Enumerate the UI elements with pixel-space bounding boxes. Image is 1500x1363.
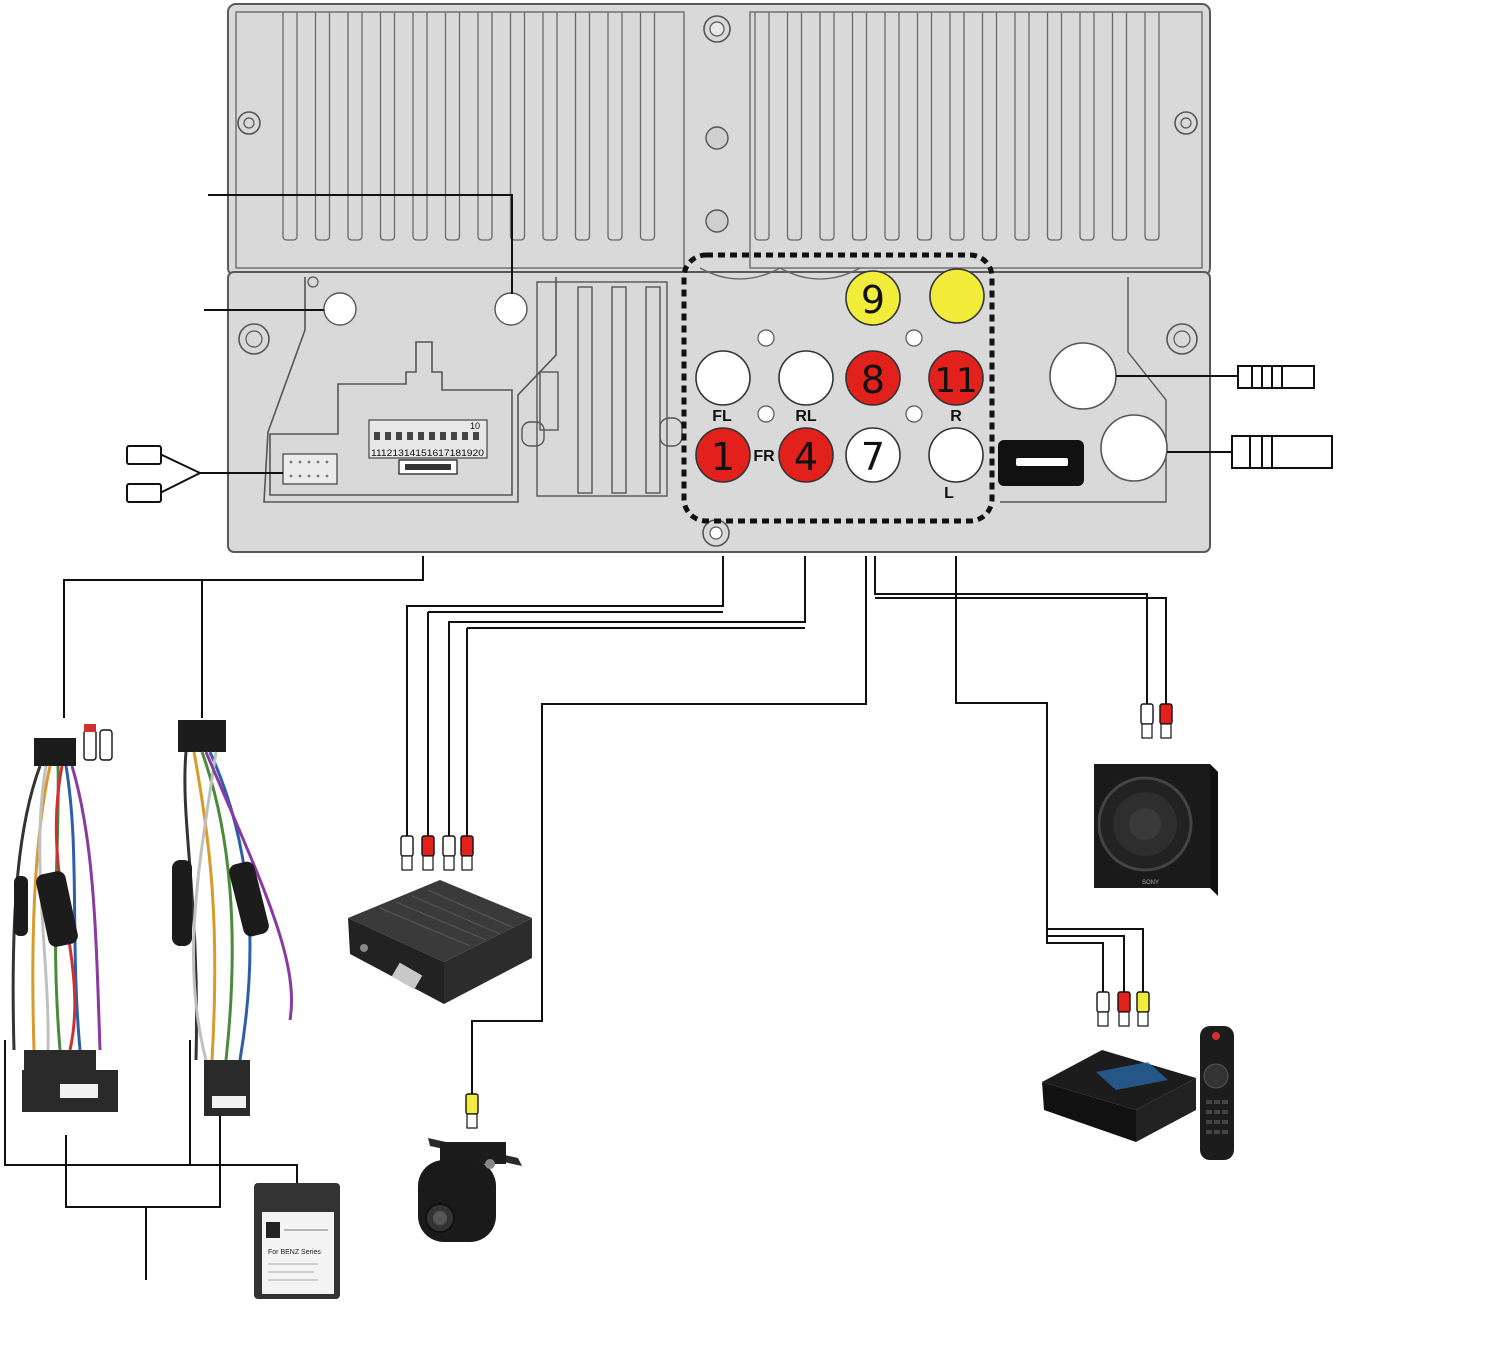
heatsink-fin — [754, 12, 770, 241]
heatsink-fin — [916, 12, 933, 241]
rca-plug-icon — [400, 835, 414, 871]
header-pin — [407, 432, 413, 440]
heatsink-fins — [282, 12, 1160, 241]
amplifier-icon — [348, 880, 532, 1004]
heatsink-fin — [477, 12, 493, 241]
svg-text:4: 4 — [794, 435, 818, 479]
heatsink-fin — [639, 12, 656, 241]
rca-plug-icon — [460, 835, 474, 871]
rca-plug-icon — [1096, 991, 1110, 1027]
antenna-plug-icon — [1237, 365, 1315, 389]
rear-camera-icon — [418, 1138, 522, 1242]
rca-plug-icon — [1117, 991, 1131, 1027]
pin-number-10: 10 — [470, 421, 480, 431]
rca-plugs — [400, 703, 1173, 1129]
svg-text:9: 9 — [861, 278, 885, 322]
header-pin — [374, 432, 380, 440]
rca-jack-rl: RL — [778, 350, 834, 425]
rca-plug-icon — [465, 1093, 479, 1129]
rca-jack-l: L — [928, 427, 984, 502]
rca-jack-4: 4 — [778, 427, 834, 483]
wiring-harness-icon — [11, 724, 118, 1112]
subwoofer-brand: SONY — [1142, 880, 1159, 886]
tv-box-icon — [1042, 1050, 1196, 1142]
svg-text:1: 1 — [711, 435, 735, 479]
svg-text:11: 11 — [934, 361, 977, 401]
header-pin — [385, 432, 391, 440]
canbus-decoder-icon: For BENZ Series — [254, 1183, 340, 1299]
svg-text:8: 8 — [861, 358, 885, 402]
heatsink-fin — [347, 12, 363, 241]
pin-header-20: 10 11121314151617181920 — [368, 419, 488, 475]
heatsink-fin — [1079, 12, 1095, 241]
header-pin — [451, 432, 457, 440]
rca-plug-icon — [1136, 991, 1150, 1027]
rca-jack-fl: FL — [695, 350, 751, 425]
canbus-label: For BENZ Series — [268, 1249, 321, 1256]
wiring-lines — [4, 194, 1238, 1280]
heatsink-fin — [786, 12, 803, 241]
label-rl: RL — [795, 408, 817, 425]
heatsink-fin — [851, 12, 868, 241]
heatsink-fin — [282, 12, 298, 241]
heatsink-fin — [574, 12, 591, 241]
heatsink-fin — [444, 12, 461, 241]
rca-plug-icon — [1140, 703, 1154, 739]
rca-plug-pair-left — [126, 445, 162, 503]
rca-plug-icon — [442, 835, 456, 871]
subwoofer-icon: SONY — [1094, 764, 1218, 896]
rca-jack-10 — [929, 268, 985, 324]
heatsink-fin — [1144, 12, 1160, 241]
header-pin — [418, 432, 424, 440]
label-r: R — [950, 408, 962, 425]
rca-plug-icon — [421, 835, 435, 871]
label-fr: FR — [753, 448, 775, 465]
remote-control-icon — [1200, 1026, 1234, 1160]
rca-jack-8: 8 — [845, 350, 901, 406]
rca-jack-1: 1 FR — [695, 427, 775, 483]
header-pin — [396, 432, 402, 440]
heatsink-fin — [884, 12, 900, 241]
heatsink-fin — [412, 12, 428, 241]
heatsink-fin — [1046, 12, 1063, 241]
heatsink-fin — [509, 12, 526, 241]
header-pin — [429, 432, 435, 440]
label-fl: FL — [712, 408, 732, 425]
heatsink-fin — [607, 12, 623, 241]
svg-text:7: 7 — [861, 435, 885, 479]
heatsink-fin — [1014, 12, 1030, 241]
heatsink-fin — [981, 12, 998, 241]
wiring-harness-icon — [172, 720, 294, 1116]
label-l: L — [944, 485, 954, 502]
heatsink-fin — [1111, 12, 1128, 241]
rca-jack-9: 9 — [845, 270, 901, 326]
heatsink-fin — [819, 12, 835, 241]
rca-plug-icon — [1159, 703, 1173, 739]
header-pin — [440, 432, 446, 440]
header-pin — [462, 432, 468, 440]
head-unit-back-panel: 10 11121314151617181920 — [227, 3, 1211, 553]
gps-plug-icon — [1231, 435, 1333, 469]
heatsink-fin — [542, 12, 558, 241]
heatsink-fin — [949, 12, 965, 241]
rca-jack-7: 7 — [845, 427, 901, 483]
rca-jack-11: 11 R — [928, 350, 984, 425]
heatsink-fin — [314, 12, 331, 241]
pin-numbers-11-20: 11121314151617181920 — [371, 448, 484, 458]
heatsink-fin — [379, 12, 396, 241]
header-pin — [473, 432, 479, 440]
